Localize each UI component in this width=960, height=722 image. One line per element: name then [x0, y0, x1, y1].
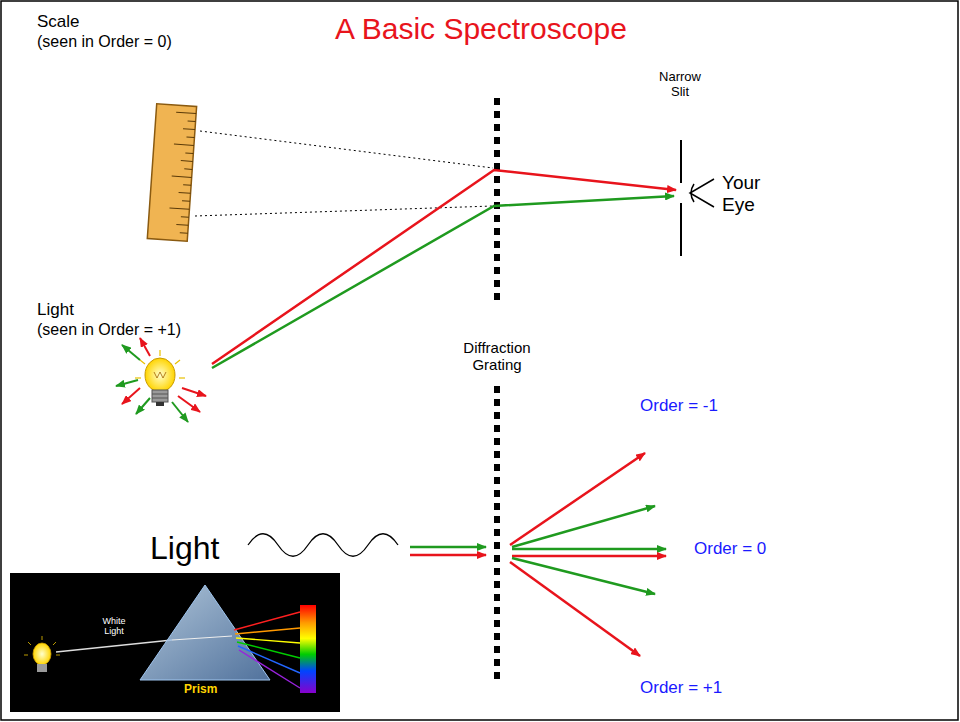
- order-ray: [512, 548, 666, 551]
- order-label: Order = -1: [640, 396, 718, 416]
- eye-symbol: [690, 179, 714, 207]
- part-label: Narrow Slit: [652, 70, 708, 100]
- order-ray: [512, 555, 666, 558]
- sight-line: [195, 206, 493, 216]
- part-label: Light: [150, 530, 219, 567]
- emitted-ray: [116, 380, 138, 386]
- order-ray: [510, 453, 645, 545]
- slit-wall: [680, 140, 682, 183]
- part-label: Scale: [37, 12, 80, 32]
- prism-inset: [10, 573, 340, 712]
- incoming-ray: [410, 546, 486, 549]
- emitted-ray: [172, 402, 188, 422]
- order-label: Order = 0: [694, 539, 766, 559]
- incoming-ray: [410, 554, 486, 557]
- ruler: [147, 104, 196, 241]
- sight-line: [200, 131, 493, 168]
- emitted-ray: [178, 396, 200, 412]
- emitted-ray: [182, 388, 206, 396]
- emitted-ray: [140, 338, 150, 356]
- part-label: Your Eye: [722, 172, 772, 216]
- part-label: Light: [37, 300, 74, 320]
- diagram-title: A Basic Spectroscope: [335, 12, 627, 47]
- picture-label: White Light: [94, 617, 134, 637]
- diffraction-grating: [494, 386, 500, 682]
- order-ray: [512, 506, 655, 547]
- emitted-ray: [122, 345, 140, 360]
- order-label: Order = +1: [640, 678, 722, 698]
- part-note: (seen in Order = 0): [37, 33, 172, 51]
- emitted-ray: [136, 398, 150, 414]
- part-label: Diffraction Grating: [445, 339, 549, 374]
- emitted-ray: [122, 388, 140, 404]
- green-ray: [212, 196, 674, 368]
- inset-picture: White LightPrism: [10, 573, 340, 712]
- picture-label: Prism: [184, 683, 217, 697]
- diffraction-grating: [494, 98, 500, 302]
- part-note: (seen in Order = +1): [37, 321, 181, 339]
- light-wave: [248, 534, 398, 557]
- order-ray: [512, 558, 655, 594]
- light-bulb: [135, 350, 185, 406]
- order-ray: [510, 562, 640, 656]
- slit-wall: [680, 203, 682, 256]
